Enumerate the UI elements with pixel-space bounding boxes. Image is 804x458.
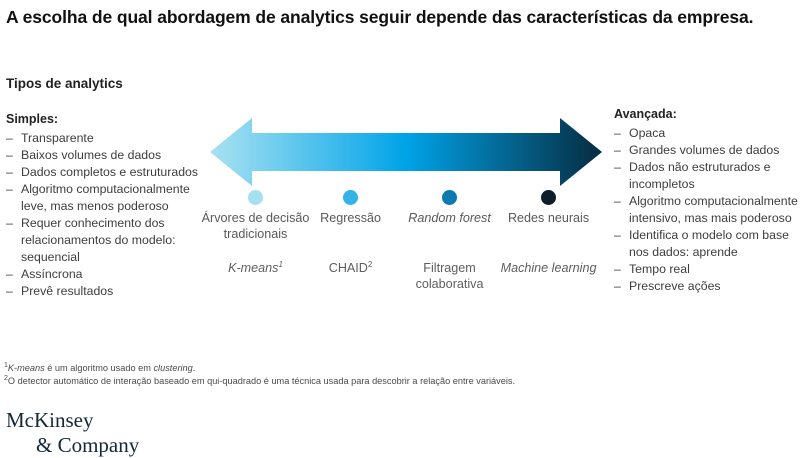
- bullet-dash-icon: –: [6, 164, 13, 179]
- spectrum-label-secondary: Machine learning: [495, 260, 603, 276]
- bullet-dash-icon: –: [614, 278, 621, 293]
- spectrum-dots: [208, 190, 604, 208]
- left-bullet-item: –Prevê resultados: [6, 283, 202, 300]
- bullet-dash-icon: –: [614, 261, 621, 276]
- left-bullet-item-label: Dados completos e estruturados: [21, 164, 199, 179]
- footnote-2: 2O detector automático de interação base…: [4, 375, 704, 388]
- footnote-1: 1K-means é um algoritmo usado em cluster…: [4, 362, 704, 375]
- spectrum-label-secondary: K-means1: [202, 260, 310, 276]
- spectrum-dot: [442, 190, 458, 205]
- bullet-dash-icon: –: [614, 193, 621, 208]
- right-bullet-item-label: Dados não estruturados e incompletos: [629, 159, 771, 191]
- bullet-dash-icon: –: [6, 283, 13, 298]
- spectrum-dot: [248, 190, 264, 205]
- right-bullet-item: –Algoritmo computacionalmente intensivo,…: [614, 193, 802, 227]
- spectrum-label-secondary-text: CHAID: [328, 261, 368, 275]
- bullet-dash-icon: –: [6, 266, 13, 281]
- footnote-ref: 1: [278, 259, 283, 269]
- bullet-dash-icon: –: [6, 215, 13, 230]
- right-column-bullets: –Opaca–Grandes volumes de dados–Dados nã…: [614, 125, 802, 295]
- footnotes: 1K-means é um algoritmo usado em cluster…: [4, 362, 704, 388]
- footnote-2-marker: 2: [4, 375, 8, 382]
- spectrum-dot: [343, 190, 359, 205]
- left-bullet-item: –Transparente: [6, 130, 202, 147]
- left-column-bullets: –Transparente–Baixos volumes de dados–Da…: [6, 130, 202, 300]
- right-bullet-item: –Identifica o modelo com base nos dados:…: [614, 227, 802, 261]
- spectrum-label-secondary-text: K-means: [228, 261, 279, 275]
- bullet-dash-icon: –: [6, 181, 13, 196]
- left-bullet-item-label: Transparente: [21, 131, 94, 145]
- footnote-1-marker: 1: [4, 361, 8, 369]
- left-bullet-item: –Assíncrona: [6, 266, 202, 283]
- left-column-heading: Simples:: [6, 112, 59, 126]
- left-bullet-item-label: Prevê resultados: [21, 283, 114, 298]
- double-arrow-icon: [210, 118, 602, 186]
- page-title: A escolha de qual abordagem de analytics…: [6, 7, 754, 27]
- footnote-ref: 2: [367, 259, 373, 269]
- spectrum-label-secondary: CHAID2: [297, 260, 405, 276]
- footnote-1-text-b: .: [192, 363, 196, 373]
- left-column: Simples: –Transparente–Baixos volumes de…: [6, 112, 202, 300]
- bullet-dash-icon: –: [614, 227, 621, 242]
- spectrum-label-primary: Árvores de decisão tradicionais: [201, 211, 310, 242]
- right-bullet-item-label: Grandes volumes de dados: [629, 142, 780, 157]
- mckinsey-logo: McKinsey & Company: [6, 408, 139, 458]
- spectrum-label-secondary-text: Machine learning: [500, 261, 597, 275]
- spectrum-dot: [541, 190, 557, 205]
- logo-line-2: & Company: [36, 432, 140, 457]
- footnote-2-text: O detector automático de interação basea…: [7, 376, 516, 387]
- spectrum-label-primary: Regressão: [320, 211, 381, 225]
- right-bullet-item: –Prescreve ações: [614, 278, 802, 295]
- right-bullet-item: –Dados não estruturados e incompletos: [614, 159, 802, 193]
- right-bullet-item-label: Tempo real: [629, 261, 690, 276]
- spectrum-label-secondary-text: Filtragem colaborativa: [415, 261, 484, 292]
- bullet-dash-icon: –: [6, 147, 13, 162]
- right-bullet-item-label: Algoritmo computacionalmente intensivo, …: [629, 193, 798, 225]
- footnote-1-term: K-means: [7, 363, 45, 373]
- bullet-dash-icon: –: [614, 159, 621, 174]
- right-column: Avançada: –Opaca–Grandes volumes de dado…: [614, 107, 802, 295]
- right-bullet-item: –Grandes volumes de dados: [614, 142, 802, 159]
- right-bullet-item-label: Opaca: [629, 126, 666, 140]
- spectrum-label-primary: Random forest: [408, 211, 491, 225]
- bullet-dash-icon: –: [6, 131, 13, 145]
- right-bullet-item: –Tempo real: [614, 261, 802, 278]
- bullet-dash-icon: –: [614, 126, 621, 140]
- bullet-dash-icon: –: [614, 142, 621, 157]
- left-bullet-item-label: Requer conhecimento dos relacionamentos …: [21, 215, 176, 264]
- spectrum-label-primary: Redes neurais: [507, 211, 590, 225]
- right-bullet-item-label: Prescreve ações: [629, 278, 721, 293]
- left-bullet-item: –Baixos volumes de dados: [6, 147, 202, 164]
- spectrum-arrow: [208, 112, 604, 192]
- spectrum-label-secondary: Filtragem colaborativa: [396, 260, 504, 292]
- footnote-1-text-a: é um algoritmo usado em: [44, 363, 154, 373]
- footnote-1-term-2: clustering: [153, 363, 193, 373]
- right-column-heading: Avançada:: [614, 107, 677, 121]
- left-bullet-item-label: Algoritmo computacionalmente leve, mas m…: [21, 181, 190, 213]
- left-bullet-item: –Requer conhecimento dos relacionamentos…: [6, 215, 202, 266]
- left-bullet-item-label: Assíncrona: [21, 266, 83, 281]
- left-bullet-item-label: Baixos volumes de dados: [21, 147, 162, 162]
- logo-line-1: McKinsey: [6, 408, 94, 432]
- right-bullet-item-label: Identifica o modelo com base nos dados: …: [629, 227, 789, 259]
- left-bullet-item: –Algoritmo computacionalmente leve, mas …: [6, 181, 202, 215]
- right-bullet-item: –Opaca: [614, 125, 802, 142]
- section-label: Tipos de analytics: [6, 76, 123, 91]
- left-bullet-item: –Dados completos e estruturados: [6, 164, 202, 181]
